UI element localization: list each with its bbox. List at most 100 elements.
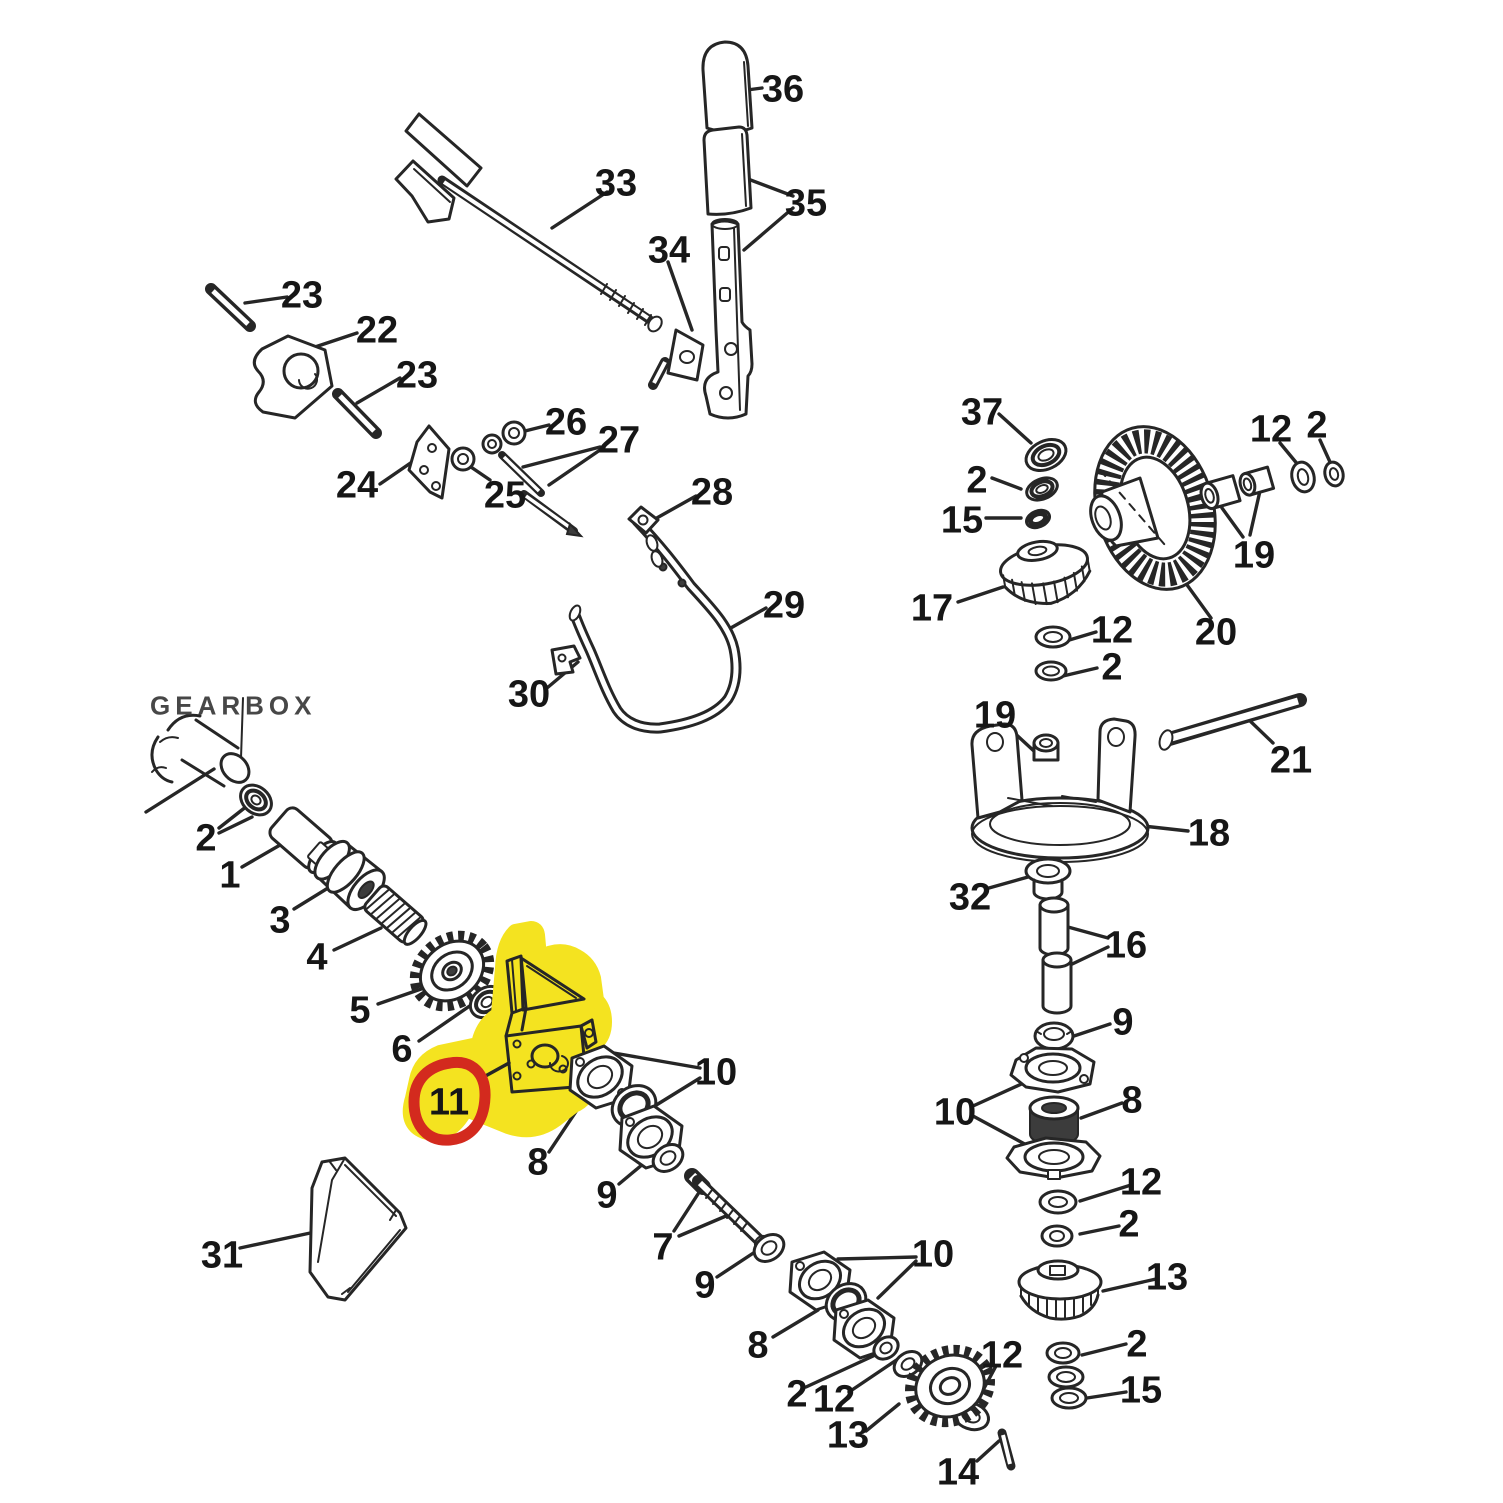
part-label-16-28: 16 bbox=[1105, 925, 1147, 967]
washer-2-upper bbox=[1025, 476, 1059, 502]
part-label-15-36: 15 bbox=[1120, 1370, 1162, 1412]
washer-12-mid bbox=[1034, 625, 1072, 649]
part-label-12-15: 12 bbox=[1250, 409, 1292, 451]
spacer-16a bbox=[1038, 896, 1070, 957]
part-label-10-46: 10 bbox=[695, 1052, 737, 1094]
pin-14 bbox=[997, 1428, 1016, 1471]
handle-tube-35 bbox=[702, 125, 753, 216]
gearbox-housing-sketch bbox=[144, 697, 251, 814]
washer-2-mid bbox=[1034, 660, 1068, 682]
part-label-2-17: 2 bbox=[966, 460, 987, 502]
part-label-9-50: 9 bbox=[694, 1265, 715, 1307]
pin-23a bbox=[205, 283, 256, 332]
shift-rod-33 bbox=[394, 112, 663, 333]
part-label-14-38: 14 bbox=[937, 1452, 979, 1494]
part-label-15-18: 15 bbox=[941, 500, 983, 542]
part-label-32-27: 32 bbox=[949, 877, 991, 919]
part-label-8-47: 8 bbox=[527, 1142, 548, 1184]
spacer-16b bbox=[1041, 951, 1073, 1015]
part-label-35-1: 35 bbox=[785, 183, 827, 225]
part-label-5-43: 5 bbox=[349, 990, 370, 1032]
washer-12-right bbox=[1038, 1189, 1078, 1215]
bearing-37 bbox=[1024, 438, 1068, 472]
part-label-8-51: 8 bbox=[747, 1325, 768, 1367]
bushing-19b bbox=[1238, 465, 1276, 497]
bearing-cup-8-right bbox=[1028, 1095, 1080, 1146]
part-label-9-48: 9 bbox=[596, 1175, 617, 1217]
bushing-32 bbox=[1024, 857, 1072, 901]
nut-25a bbox=[450, 446, 476, 472]
part-label-36-0: 36 bbox=[762, 69, 804, 111]
part-label-24-9: 24 bbox=[336, 465, 378, 507]
part-label-26-7: 26 bbox=[545, 402, 587, 444]
part-label-19-24: 19 bbox=[974, 695, 1016, 737]
part-label-10-52: 10 bbox=[912, 1234, 954, 1276]
handle-bar-35 bbox=[703, 218, 754, 420]
sprocket-13-bottom bbox=[905, 1344, 995, 1428]
clamp-28 bbox=[627, 505, 664, 568]
part-label-12-37: 12 bbox=[981, 1335, 1023, 1377]
part-label-18-26: 18 bbox=[1188, 813, 1230, 855]
part-label-23-6: 23 bbox=[396, 355, 438, 397]
ring-9-low bbox=[752, 1233, 786, 1263]
washer-2-bottom bbox=[872, 1335, 900, 1361]
pinion-gear-17 bbox=[999, 539, 1092, 606]
part-label-29-12: 29 bbox=[763, 585, 805, 627]
handle-grip-36 bbox=[701, 40, 754, 134]
washer-2-bottomright bbox=[1045, 1341, 1081, 1365]
seal-ring-2-gearbox bbox=[239, 783, 273, 817]
part-label-13-34: 13 bbox=[1146, 1257, 1188, 1299]
cam-plate-22 bbox=[252, 334, 334, 420]
part-label-7-49: 7 bbox=[652, 1227, 673, 1269]
part-label-17-19: 17 bbox=[911, 588, 953, 630]
part-label-12-32: 12 bbox=[1120, 1162, 1162, 1204]
ring-9-mid bbox=[651, 1143, 685, 1173]
pin-23b bbox=[332, 388, 382, 439]
leader-lines bbox=[217, 86, 1332, 1463]
part-label-23-4: 23 bbox=[281, 275, 323, 317]
clip-30 bbox=[550, 644, 582, 676]
ring-gear-hub-20 bbox=[1089, 469, 1166, 548]
rod-27 bbox=[498, 451, 584, 538]
worm-shaft-4 bbox=[363, 884, 428, 946]
flange-10-right-upper bbox=[1009, 1046, 1096, 1094]
part-label-4-42: 4 bbox=[306, 937, 327, 979]
mount-plate-24 bbox=[407, 424, 451, 500]
nut-25b bbox=[481, 433, 503, 455]
part-label-37-14: 37 bbox=[961, 392, 1003, 434]
part-label-1-40: 1 bbox=[219, 855, 240, 897]
part-label-2-33: 2 bbox=[1118, 1204, 1139, 1246]
coupling-3 bbox=[313, 839, 386, 911]
handle-loop-29 bbox=[568, 515, 742, 734]
rings-15-bottomright bbox=[1047, 1365, 1088, 1410]
part-label-33-2: 33 bbox=[595, 163, 637, 205]
ring-12-topright bbox=[1290, 460, 1316, 494]
bracket-11 bbox=[478, 954, 598, 1094]
ring-15-upper bbox=[1024, 508, 1052, 530]
nut-26 bbox=[501, 420, 527, 446]
pivot-bracket-34 bbox=[648, 328, 705, 390]
part-label-11-highlighted: 11 bbox=[429, 1082, 469, 1124]
part-label-13-55: 13 bbox=[827, 1415, 869, 1457]
part-label-2-35: 2 bbox=[1126, 1324, 1147, 1366]
part-label-12-54: 12 bbox=[813, 1379, 855, 1421]
highlight-circle-part-11 bbox=[408, 1056, 491, 1146]
part-label-9-29: 9 bbox=[1112, 1002, 1133, 1044]
part-label-19-20: 19 bbox=[1233, 535, 1275, 577]
bushing-19-yoke bbox=[1032, 733, 1060, 762]
ring-2-topright bbox=[1323, 460, 1345, 488]
washer-2-right bbox=[1040, 1224, 1074, 1248]
axle-rod-21 bbox=[1158, 693, 1307, 751]
part-label-34-3: 34 bbox=[648, 230, 690, 272]
ring-9-right bbox=[1033, 1021, 1075, 1051]
part-label-2-23: 2 bbox=[1101, 647, 1122, 689]
guard-plate-31 bbox=[308, 1156, 408, 1302]
part-label-31-56: 31 bbox=[201, 1235, 243, 1277]
yoke-18 bbox=[970, 717, 1150, 863]
part-label-28-11: 28 bbox=[691, 472, 733, 514]
bushing-19a bbox=[1199, 474, 1242, 511]
flange-10-right-lower bbox=[1005, 1136, 1102, 1180]
part-label-30-13: 30 bbox=[508, 674, 550, 716]
